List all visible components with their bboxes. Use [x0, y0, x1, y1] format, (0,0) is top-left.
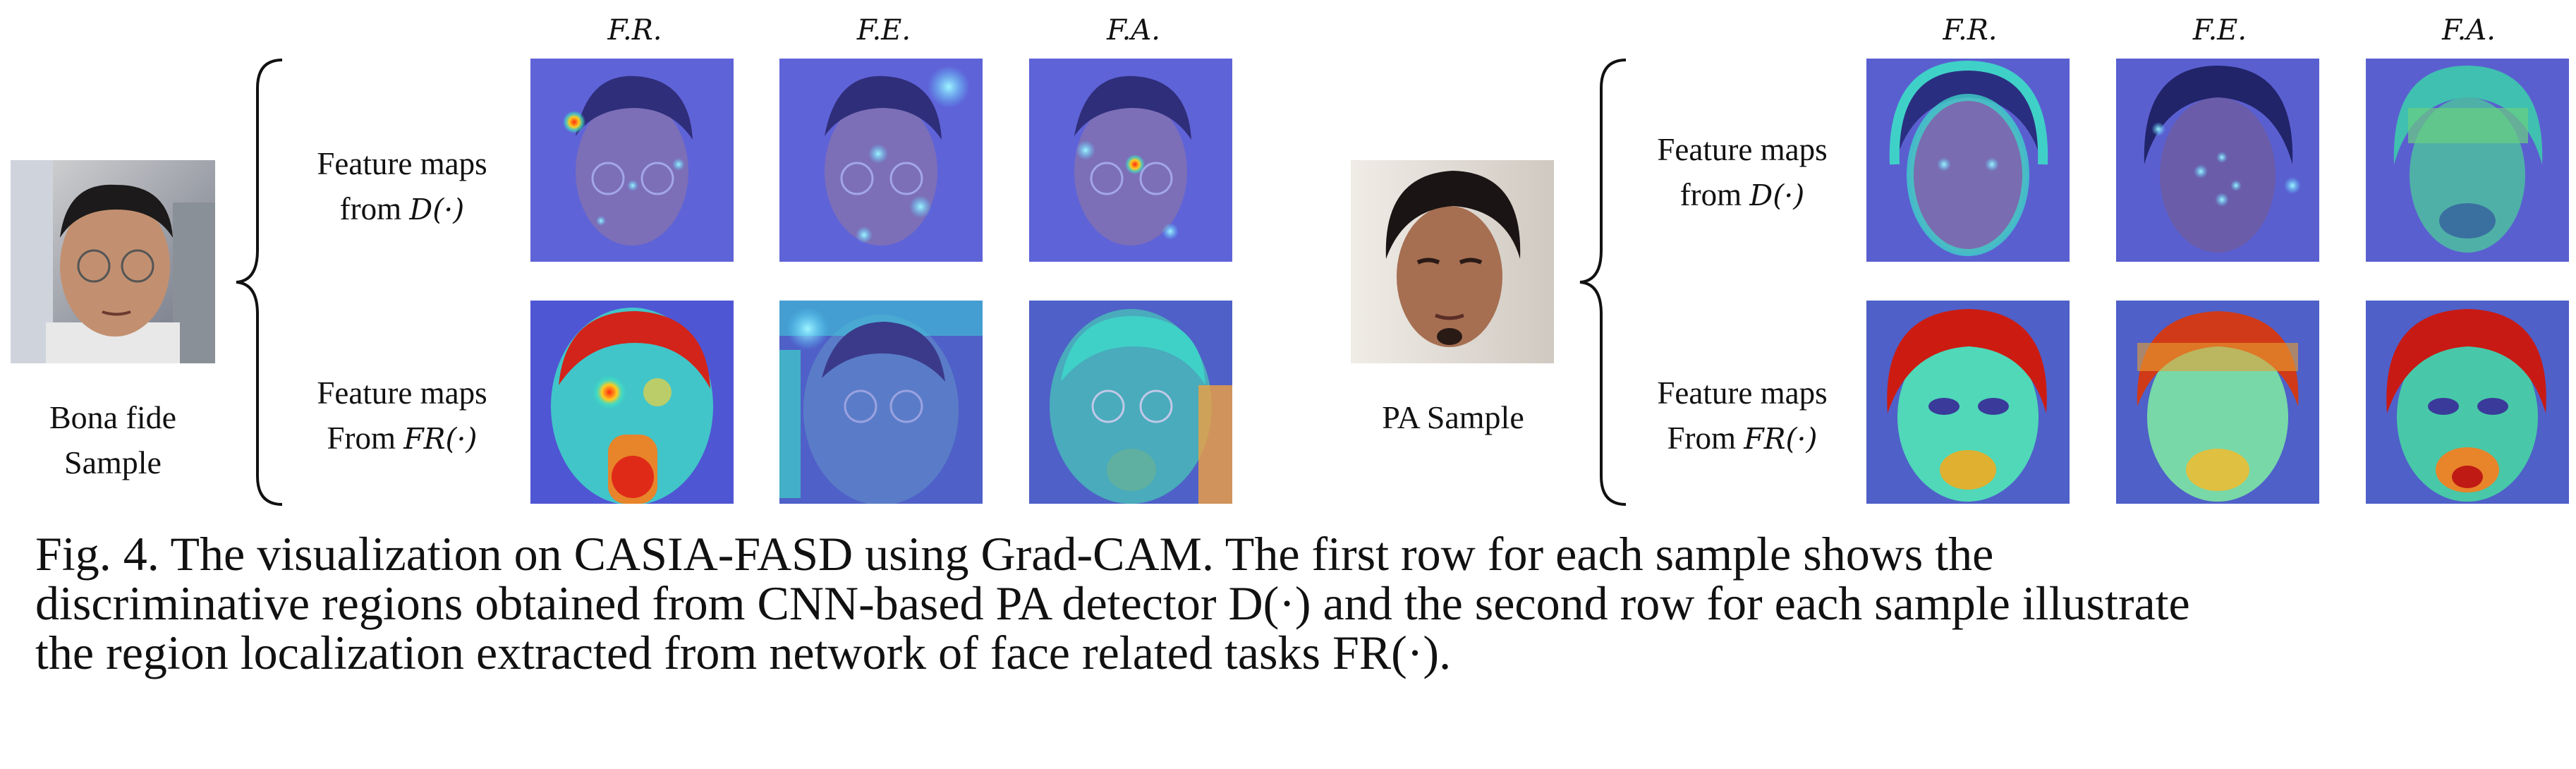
- pa-sample-photo: [1351, 160, 1554, 363]
- column-header-fe-right: F.E.: [2192, 14, 2247, 47]
- heatmap-right-fr-fr: [1866, 301, 2070, 504]
- left-row1-line2-math: D(·): [409, 193, 465, 226]
- right-row1-line2-math: D(·): [1749, 178, 1805, 212]
- caption-line-1: Fig. 4. The visualization on CASIA-FASD …: [35, 527, 1994, 581]
- left-row1-line2-text: from: [339, 191, 410, 226]
- right-row2-line2-text: From: [1667, 420, 1744, 456]
- column-header-fr-left: F.R.: [607, 14, 662, 47]
- left-row2-label: Feature maps From FR(·): [286, 370, 518, 461]
- left-row2-line2-text: From: [327, 420, 404, 456]
- heatmap-left-d-fa: [1029, 59, 1232, 262]
- left-row1-label: Feature maps from D(·): [286, 141, 518, 232]
- right-row2-line1: Feature maps: [1657, 375, 1828, 411]
- left-row2-line2-math: FR(·): [403, 422, 478, 456]
- left-brace: [233, 56, 289, 508]
- heatmap-left-fr-fa: [1029, 301, 1232, 504]
- pa-sample-label: PA Sample: [1382, 399, 1524, 435]
- heatmap-right-d-fa: [2366, 59, 2569, 262]
- right-row1-label: Feature maps from D(·): [1626, 127, 1859, 218]
- left-row1-line1: Feature maps: [317, 146, 487, 181]
- left-row2-line1: Feature maps: [317, 375, 487, 411]
- caption-line-3: the region localization extracted from n…: [35, 626, 1452, 679]
- bona-fide-sample-label: Bona fide Sample: [7, 395, 219, 485]
- heatmap-left-d-fe: [779, 59, 983, 262]
- right-row1-line2-text: from: [1679, 177, 1750, 212]
- column-header-fe-left: F.E.: [856, 14, 911, 47]
- heatmap-right-fr-fe: [2116, 301, 2319, 504]
- heatmap-right-d-fr: [1866, 59, 2070, 262]
- heatmap-right-fr-fa: [2366, 301, 2569, 504]
- column-header-fr-right: F.R.: [1943, 14, 1998, 47]
- bona-fide-sample-photo: [11, 160, 215, 363]
- right-row2-label: Feature maps From FR(·): [1626, 370, 1859, 461]
- figure-caption: Fig. 4. The visualization on CASIA-FASD …: [35, 529, 2543, 677]
- heatmap-right-d-fe: [2116, 59, 2319, 262]
- heatmap-left-d-fr: [530, 59, 734, 262]
- right-row1-line1: Feature maps: [1657, 132, 1828, 167]
- bona-fide-label-line1: Bona fide: [49, 399, 177, 435]
- bona-fide-label-line2: Sample: [64, 444, 162, 480]
- column-header-fa-right: F.A.: [2442, 14, 2496, 47]
- heatmap-left-fr-fr: [530, 301, 734, 504]
- heatmap-left-fr-fe: [779, 301, 983, 504]
- right-brace: [1576, 56, 1633, 508]
- caption-line-2: discriminative regions obtained from CNN…: [35, 576, 2190, 630]
- column-header-fa-left: F.A.: [1107, 14, 1160, 47]
- right-row2-line2-math: FR(·): [1744, 422, 1818, 456]
